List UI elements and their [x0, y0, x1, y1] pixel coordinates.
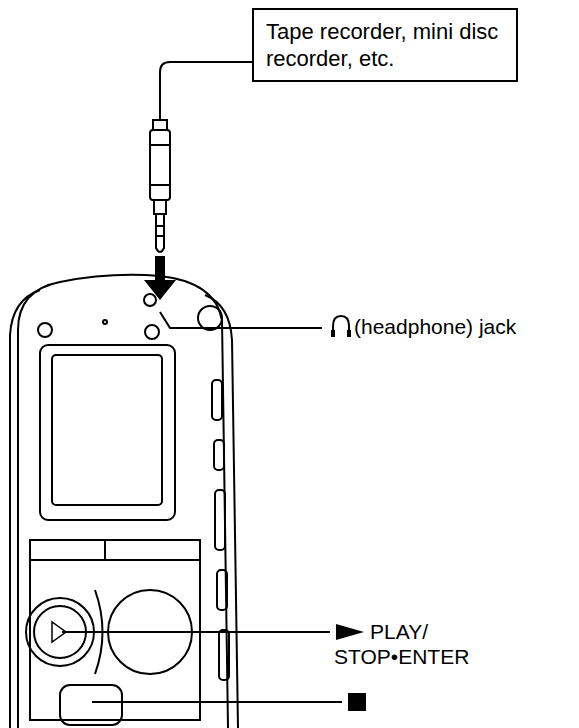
- jack-label: (headphone) jack: [354, 314, 569, 339]
- cable: [160, 62, 252, 120]
- stop-button: [60, 685, 122, 725]
- headphone-icon: [333, 316, 349, 336]
- side-button: [212, 380, 222, 420]
- microphone: [198, 306, 222, 330]
- screw-hole: [145, 325, 159, 339]
- screw-hole: [38, 323, 52, 337]
- jack-hole: [144, 294, 156, 306]
- display: [52, 355, 162, 505]
- button-label: PLAY/ STOP•ENTER: [334, 619, 534, 669]
- display-frame: [40, 345, 175, 520]
- side-button: [215, 490, 225, 550]
- play-symbol: [336, 624, 364, 640]
- control-panel: [30, 540, 200, 720]
- stop-symbol: [348, 693, 366, 711]
- plug: [150, 120, 170, 252]
- device-edge: [10, 290, 40, 728]
- leader-line: [160, 312, 322, 328]
- side-button: [219, 630, 229, 680]
- side-button: [217, 570, 227, 610]
- device-box: Tape recorder, mini disc recorder, etc.: [252, 8, 518, 82]
- device-side: [205, 295, 238, 728]
- insert-arrow: [144, 256, 176, 300]
- box-text: Tape recorder, mini disc recorder, etc.: [266, 18, 504, 72]
- leader-line: [62, 631, 330, 633]
- side-button: [214, 440, 224, 470]
- device-body: [18, 275, 228, 728]
- leader-line: [92, 701, 342, 703]
- indicator: [103, 320, 107, 324]
